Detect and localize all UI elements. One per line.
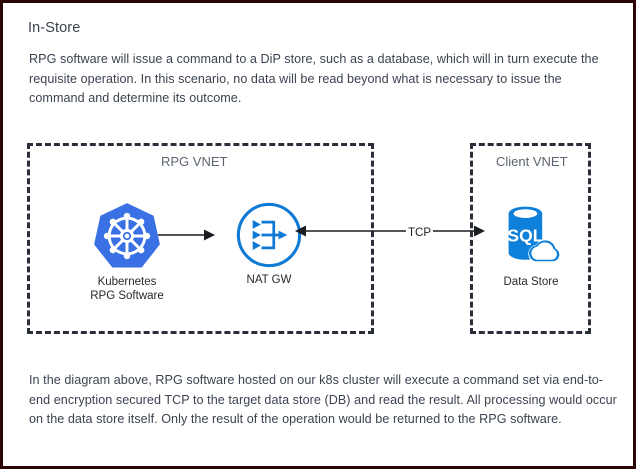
outro-text: In the diagram above, RPG software hoste… [29,373,617,426]
intro-text: RPG software will issue a command to a D… [29,52,599,105]
sql-database-cloud-icon: SQL [507,206,563,263]
node-nat-gateway-caption: NAT GW [246,274,292,286]
intro-paragraph: RPG software will issue a command to a D… [29,50,619,109]
node-data-store-caption: Data Store [503,276,559,288]
rpg-vnet-container [27,143,374,334]
connector-kubernetes-to-nat [158,229,215,241]
svg-text:SQL: SQL [507,226,543,246]
kubernetes-logo-icon [94,203,160,268]
connector-tcp-label: TCP [406,227,433,239]
connector-nat-to-data-store [295,225,485,237]
client-vnet-label: Client VNET [496,154,568,169]
page-title: In-Store [28,20,81,36]
nat-gateway-icon [236,202,302,268]
node-kubernetes[interactable]: Kubernetes RPG Software [67,201,187,303]
node-kubernetes-caption: Kubernetes RPG Software [90,276,164,302]
outro-paragraph: In the diagram above, RPG software hoste… [29,371,619,430]
node-nat-gateway[interactable]: NAT GW [211,201,327,287]
rpg-vnet-label: RPG VNET [161,154,228,169]
node-data-store[interactable]: SQL Data Store [476,201,586,289]
client-vnet-container [470,143,591,334]
